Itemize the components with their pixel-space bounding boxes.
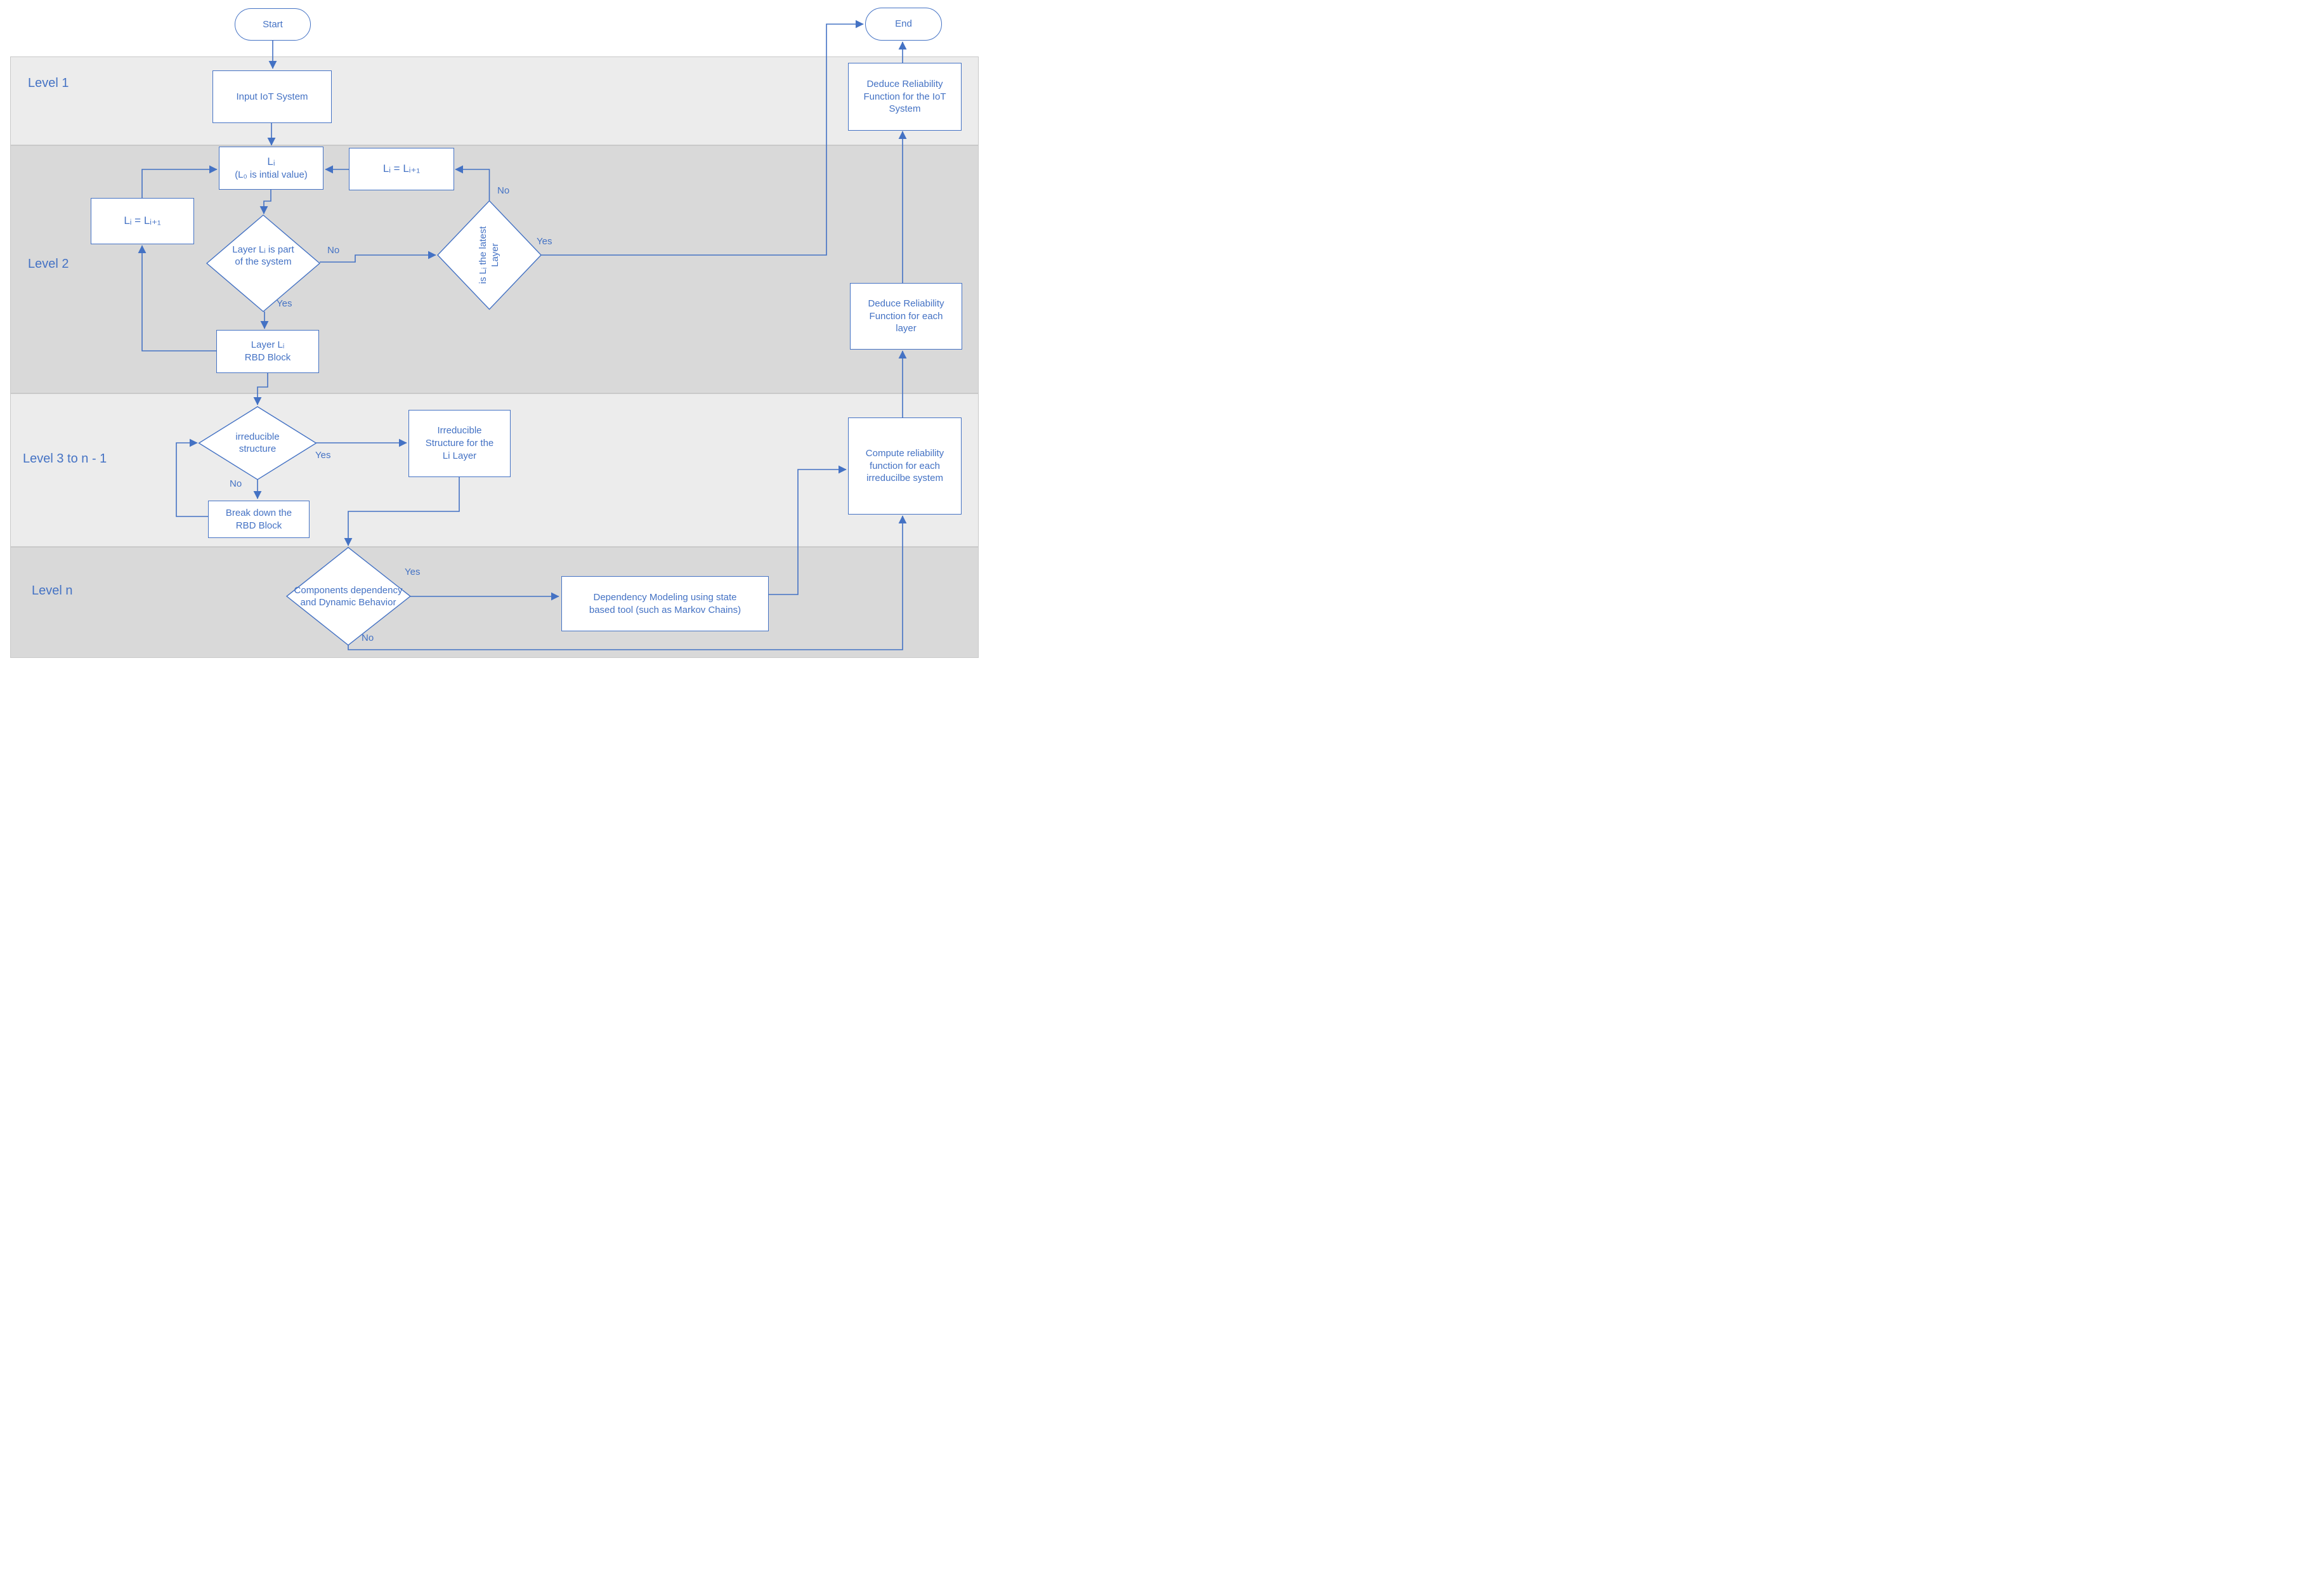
layer-part-decision-label: Layer Lᵢ is part of the system xyxy=(232,244,294,268)
latest-layer-decision-label: is Lᵢ the latest Layer xyxy=(477,226,501,284)
connector-layer xyxy=(138,20,907,650)
edge-label-part-no: No xyxy=(327,245,340,256)
deduce-layer-reliability-node: Deduce Reliability Function for each lay… xyxy=(850,283,962,350)
irreducible-decision-label: irreducible structure xyxy=(235,431,280,455)
edge-part-no-to-latest-decision xyxy=(320,251,436,263)
edge-li-to-part-decision xyxy=(259,190,271,214)
edge-latest-no-to-increment-right xyxy=(455,165,490,200)
edge-modeling-to-compute xyxy=(769,465,847,595)
compute-reliability-node: Compute reliability function for each ir… xyxy=(848,417,962,515)
input-iot-system-node: Input IoT System xyxy=(212,70,332,123)
lane-level-n xyxy=(10,547,979,658)
end-node: End xyxy=(865,8,942,41)
edge-latest-yes-to-end xyxy=(541,20,864,256)
edge-rbd-to-increment-left xyxy=(138,245,216,351)
flowchart-canvas: Level 1 Level 2 Level 3 to n - 1 Level n xyxy=(0,0,981,668)
edge-breakdown-to-irreducible-decision xyxy=(176,438,208,517)
deduce-iot-reliability-node: Deduce Reliability Function for the IoT … xyxy=(848,63,962,131)
li-increment-right-node: Lᵢ = Lᵢ₊₁ xyxy=(349,148,454,190)
decision-diamond-latest-layer xyxy=(437,200,542,310)
li-current-node: Lᵢ (L₀ is intial value) xyxy=(219,147,323,190)
edge-rbd-to-irreducible-decision xyxy=(253,373,268,405)
lane-level-1 xyxy=(10,56,979,145)
dependency-modeling-node: Dependency Modeling using state based to… xyxy=(561,576,769,631)
edge-label-latest-yes: Yes xyxy=(537,236,552,247)
decision-diamond-layer-part xyxy=(206,214,321,312)
lane-label-level-2: Level 2 xyxy=(28,257,69,271)
edge-label-dependency-yes: Yes xyxy=(405,567,421,577)
lane-label-level-n: Level n xyxy=(32,584,73,598)
decision-diamond-dependency xyxy=(285,546,412,646)
li-increment-left-node: Lᵢ = Lᵢ₊₁ xyxy=(91,198,194,244)
irreducible-structure-node: Irreducible Structure for the Li Layer xyxy=(408,410,511,477)
edge-label-irreducible-no: No xyxy=(230,478,242,489)
edge-label-irreducible-yes: Yes xyxy=(315,450,331,461)
lane-label-level-1: Level 1 xyxy=(28,76,69,90)
edge-dependency-no-to-compute xyxy=(348,515,907,650)
break-down-rbd-node: Break down the RBD Block xyxy=(208,501,310,538)
edge-increment-left-to-li xyxy=(141,165,218,198)
dependency-decision-label: Components dependency and Dynamic Behavi… xyxy=(294,584,403,608)
edge-label-dependency-no: No xyxy=(362,633,374,643)
edge-structure-to-dependency-decision xyxy=(344,477,460,546)
edge-label-latest-no: No xyxy=(497,185,510,196)
start-node: Start xyxy=(235,8,311,41)
decision-diamond-irreducible xyxy=(198,406,317,480)
lane-label-level-3-to-n-1: Level 3 to n - 1 xyxy=(23,452,107,466)
edge-label-part-yes: Yes xyxy=(277,298,292,309)
rbd-block-node: Layer Lᵢ RBD Block xyxy=(216,330,319,373)
